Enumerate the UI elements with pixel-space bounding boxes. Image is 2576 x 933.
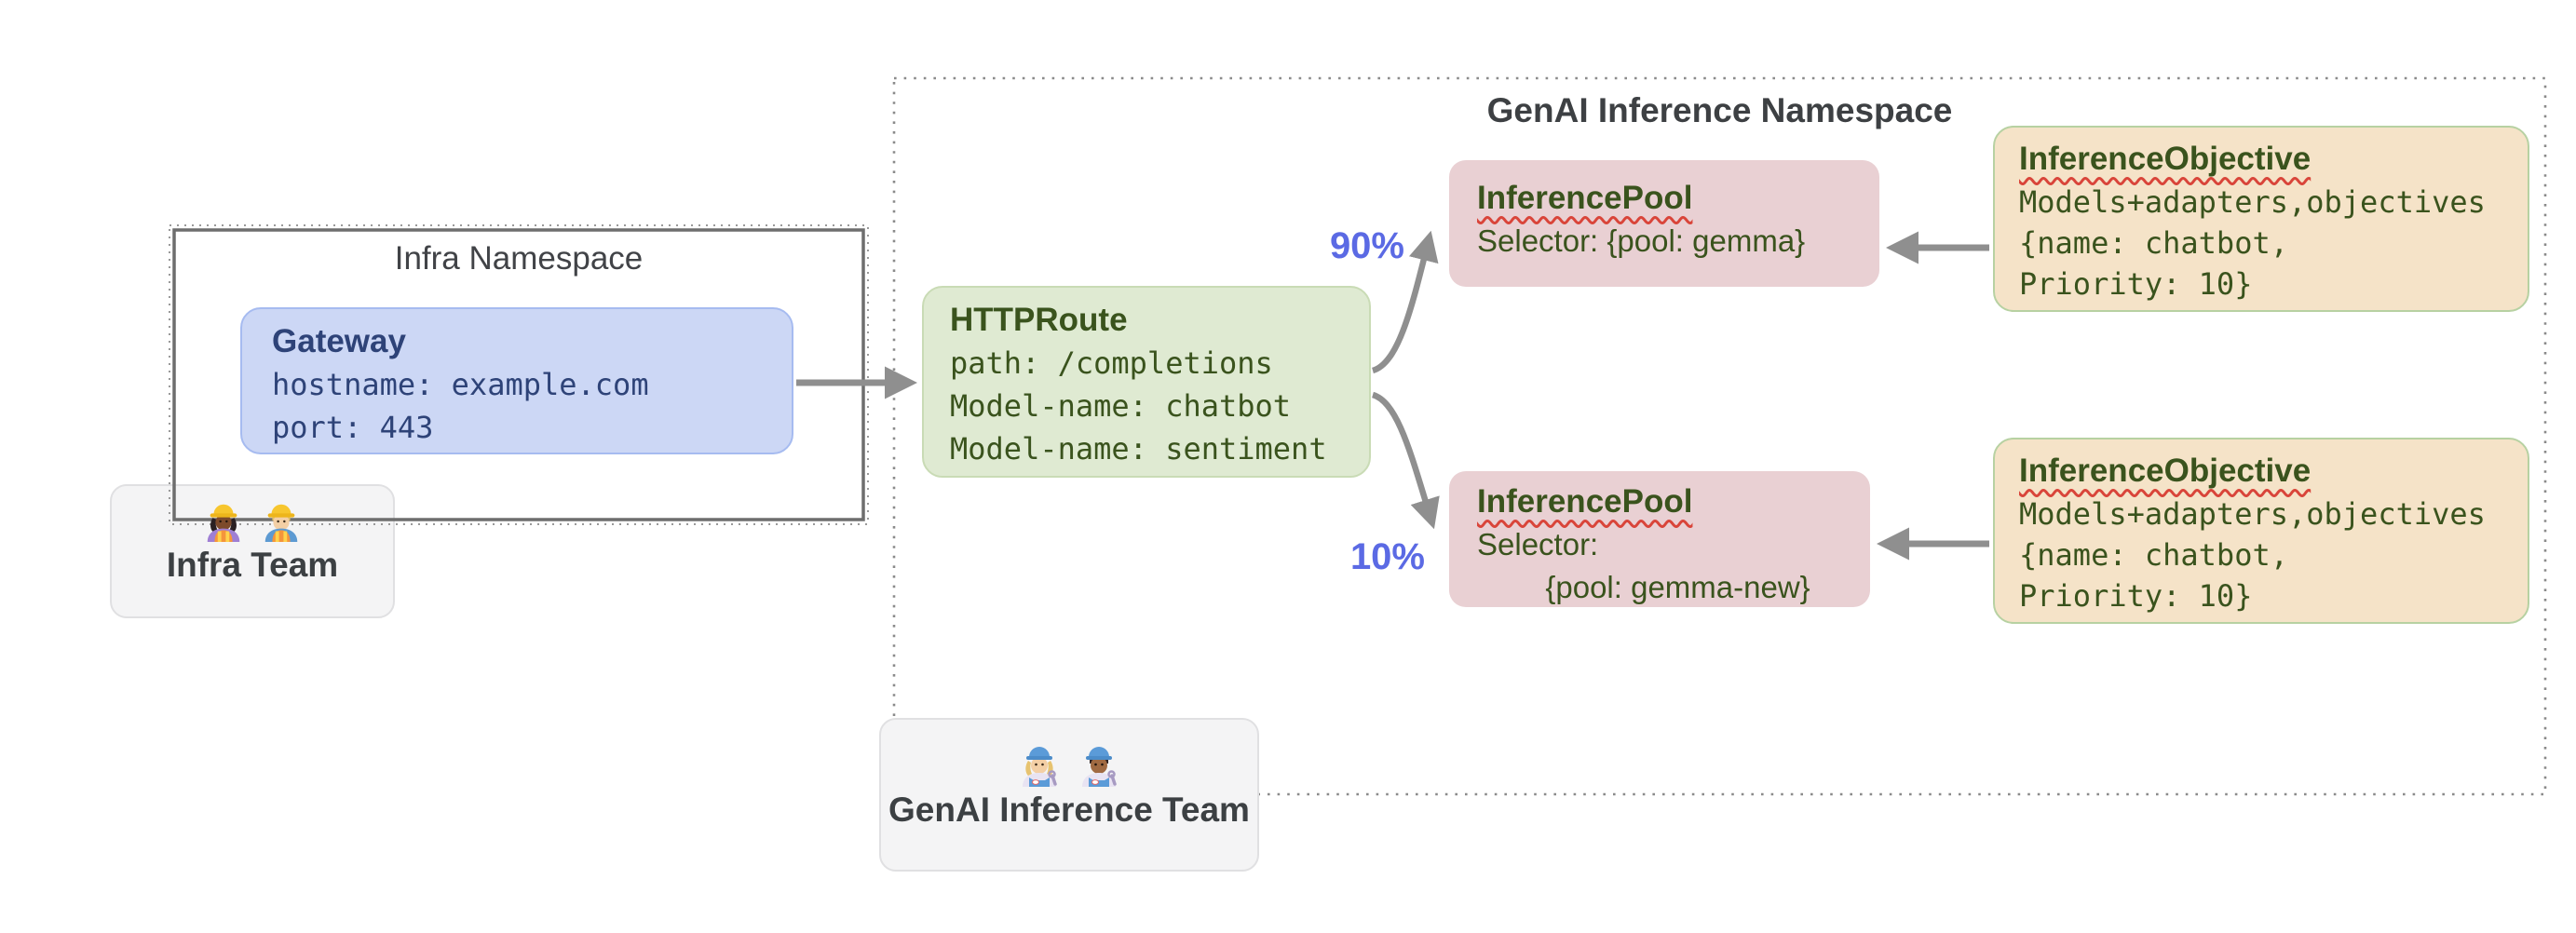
infra-team-label: Infra Team — [166, 546, 339, 584]
inference-pool-selector-line: Selector: {pool: gemma} — [1477, 223, 1806, 258]
gateway-port-line: port: 443 — [272, 410, 434, 445]
inference-objective-title: InferenceObjective — [2019, 453, 2312, 489]
objective-models-line: Models+adapters,objectives — [2019, 496, 2486, 532]
traffic-weight-90: 90% — [1329, 225, 1404, 266]
objective-models-line: Models+adapters,objectives — [2019, 184, 2486, 220]
man-mechanic-emoji — [1082, 747, 1117, 787]
inference-pool-bottom-box: InferencePool Selector: {pool: gemma-new… — [1449, 471, 1870, 607]
httproute-box: HTTPRoute path: /completions Model-name:… — [922, 286, 1371, 478]
objective-name-line: {name: chatbot, — [2019, 225, 2288, 261]
woman-mechanic-emoji — [1023, 747, 1057, 787]
man-construction-worker-emoji — [264, 504, 298, 542]
objective-name-line: {name: chatbot, — [2019, 537, 2288, 573]
objective-priority-line: Priority: 10} — [2019, 266, 2253, 302]
genai-team-box: GenAI Inference Team — [879, 718, 1259, 872]
inference-pool-title: InferencePool — [1477, 483, 1693, 520]
gateway-hostname-line: hostname: example.com — [272, 367, 649, 402]
httproute-path-line: path: /completions — [950, 345, 1273, 381]
arrow-httproute-to-pool-bottom — [1371, 391, 1440, 530]
genai-team-icons — [1017, 742, 1121, 787]
infra-team-icons — [202, 499, 303, 542]
httproute-model-line: Model-name: sentiment — [950, 431, 1327, 466]
inference-pool-selector-line: Selector: — [1477, 527, 1599, 561]
traffic-weight-10: 10% — [1349, 536, 1425, 577]
infra-namespace-title: Infra Namespace — [394, 240, 644, 277]
infra-team-box: Infra Team — [110, 484, 395, 618]
inference-objective-title: InferenceObjective — [2019, 141, 2312, 177]
httproute-title: HTTPRoute — [950, 302, 1128, 338]
inference-objective-bottom-box: InferenceObjective Models+adapters,objec… — [1993, 438, 2529, 624]
genai-team-label: GenAI Inference Team — [888, 791, 1250, 829]
inference-pool-selector-value-line: {pool: gemma-new} — [1477, 570, 1810, 604]
httproute-model-line: Model-name: chatbot — [950, 388, 1292, 424]
gateway-box: Gateway hostname: example.com port: 443 — [240, 307, 793, 454]
objective-priority-line: Priority: 10} — [2019, 578, 2253, 614]
inference-pool-top-box: InferencePool Selector: {pool: gemma} — [1449, 160, 1879, 287]
inference-objective-top-box: InferenceObjective Models+adapters,objec… — [1993, 126, 2529, 312]
genai-namespace-title: GenAI Inference Namespace — [1486, 91, 1953, 129]
inference-pool-title: InferencePool — [1477, 180, 1693, 216]
woman-construction-worker-emoji — [207, 504, 240, 542]
gateway-title: Gateway — [272, 323, 406, 359]
